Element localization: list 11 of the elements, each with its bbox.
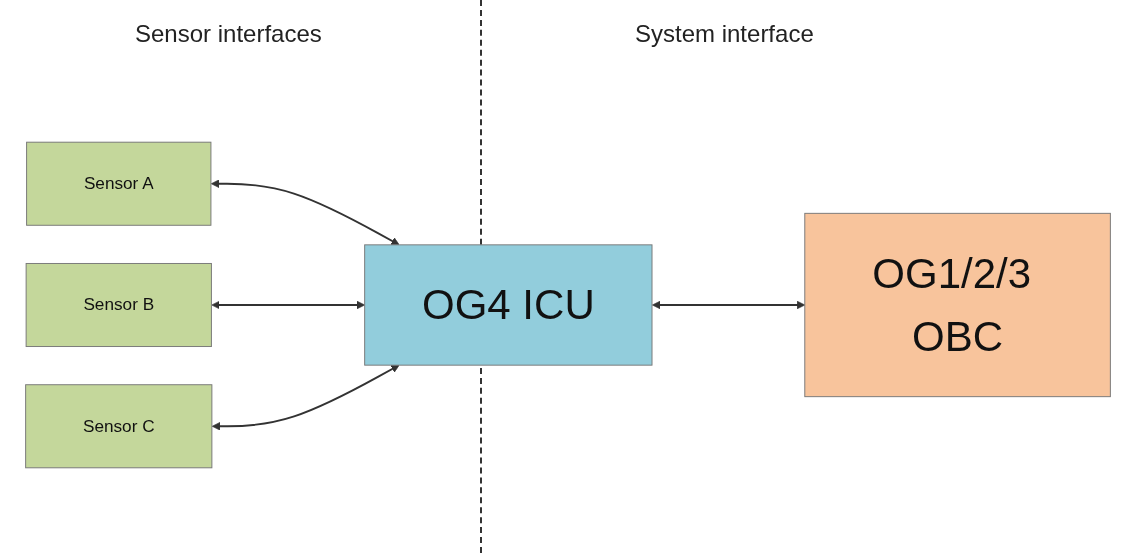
section-heading: System interface [635,20,814,48]
arrow [210,179,400,246]
node-box: Sensor A [26,141,212,226]
node-box: Sensor B [25,263,212,347]
node-box: OG4 ICU [364,244,653,366]
arrow [211,364,400,431]
arrow [211,300,366,310]
arrow [652,300,806,310]
section-heading: Sensor interfaces [135,20,322,48]
node-box: OG1/2/3 OBC [804,212,1111,398]
node-box: Sensor C [25,384,213,469]
